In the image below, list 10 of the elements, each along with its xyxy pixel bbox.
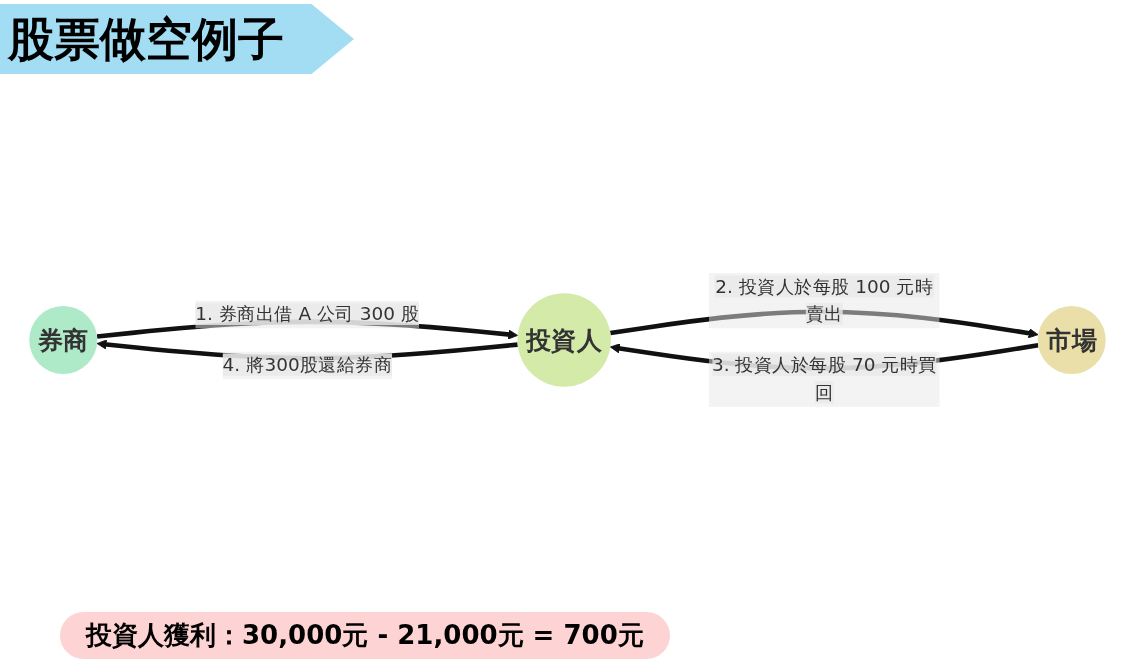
arrow: [610, 309, 1039, 339]
edge-label: 2. 投資人於每股 100 元時賣出: [715, 275, 934, 326]
edge-label: 1. 券商出借 A 公司 300 股: [195, 303, 420, 326]
edge-label: 3. 投資人於每股 70 元時買回: [711, 353, 937, 404]
node-circle: 券商: [29, 305, 98, 375]
result-note: 投資人獲利：30,000元 - 21,000元 = 700元: [60, 612, 670, 659]
node-circle: 市場: [1037, 305, 1106, 375]
edge-label: 4. 將300股還給券商: [222, 353, 393, 376]
node-circle: 投資人: [517, 293, 611, 387]
title-banner: 股票做空例子: [0, 4, 354, 74]
